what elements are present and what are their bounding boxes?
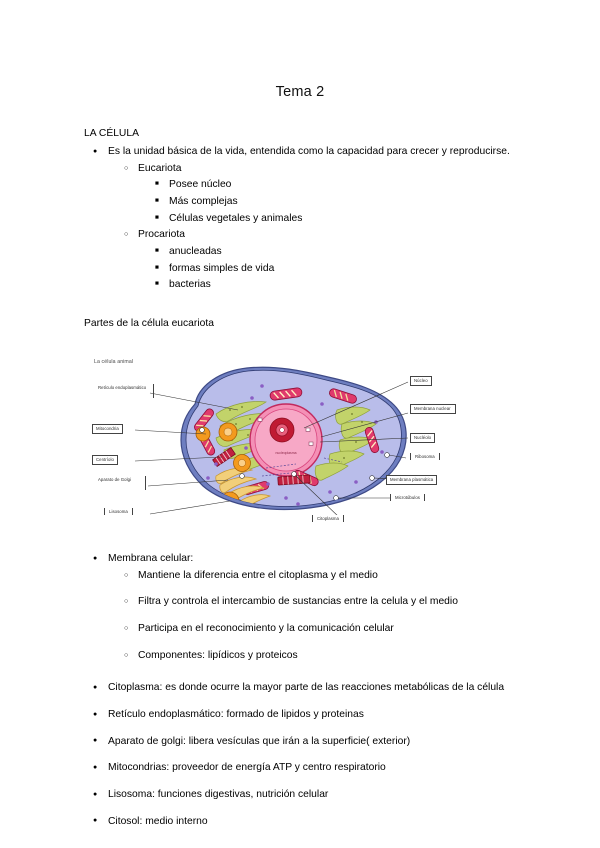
organelle-item-3: Mitocondrias: proveedor de energía ATP y… [93,760,538,777]
list-item: formas simples de vida [155,261,538,278]
outline-main-bullet: Es la unidad básica de la vida, entendid… [93,144,538,161]
label-nucleolo: Nucléolo [410,432,436,444]
group-label-eucariota: Eucariota [124,161,538,178]
organelle-item-0: Citoplasma: es donde ocurre la mayor par… [93,680,538,697]
list-item: Retículo endoplasmático: formado de lipi… [93,707,538,724]
list-item: Es la unidad básica de la vida, entendid… [93,144,538,294]
list-item: Posee núcleo [155,177,538,194]
list-item: Citoplasma: es donde ocurre la mayor par… [93,680,538,697]
label-mitocondria: Mitocondria [92,423,123,435]
list-item: Componentes: lipídicos y proteicos [124,648,538,665]
procariota-item-1: formas simples de vida [155,261,538,278]
list-item: bacterias [155,277,538,294]
outline-level-3-eucariota: Posee núcleo Más complejas Células veget… [138,177,538,227]
page-title: Tema 2 [275,84,325,100]
ribosome-dots [229,406,363,459]
list-item: Membrana celular: Mantiene la diferencia… [93,551,538,665]
label-reticulo-bracket [152,383,155,398]
label-membrana-plasmatica: Membrana plasmática [386,474,438,486]
centriolo-shape-2 [277,474,311,486]
membrane-sublist: Mantiene la diferencia entre el citoplas… [108,568,538,665]
label-centriolo: Centríolo [92,454,118,466]
organelle-item-5: Citosol: medio interno [93,814,538,831]
list-item: Mantiene la diferencia entre el citoplas… [124,568,538,585]
membrane-heading: Membrana celular: [93,551,538,568]
diagram-title: La célula animal [94,358,134,365]
label-microtubulos: Microtúbulos [390,493,425,502]
label-golgi-bracket [144,475,147,490]
eucariota-item-2: Células vegetales y animales [155,211,538,228]
nucleoplasma-label: nucleoplasma [276,451,297,455]
list-item: anucleadas [155,244,538,261]
section-heading: LA CÉLULA [84,128,139,139]
list-item: Aparato de golgi: libera vesículas que i… [93,734,538,751]
ribosoma-shapes [199,427,390,501]
label-aparato-golgi: Aparato de Golgi [96,475,146,484]
organelle-item-2: Aparato de golgi: libera vesículas que i… [93,734,538,751]
organelles-group: nucleoplasma [194,384,390,507]
label-membrana-nuclear: Membrana nuclear [410,403,456,415]
outline-level-1: Es la unidad básica de la vida, entendid… [84,144,538,294]
membrane-item-2: Participa en el reconocimiento y la comu… [124,621,538,638]
outline-level-3-procariota: anucleadas formas simples de vida bacter… [138,244,538,294]
eucariota-item-0: Posee núcleo [155,177,538,194]
subheading: Partes de la célula eucariota [84,318,214,329]
organelle-item-4: Lisosoma: funciones digestivas, nutrició… [93,787,538,804]
list-item: Eucariota Posee núcleo Más complejas Cél… [124,161,538,228]
nucleolo-center [279,427,285,433]
eucariota-item-1: Más complejas [155,194,538,211]
procariota-item-2: bacterias [155,277,538,294]
nuclear-pore [305,427,311,432]
organelle-item-1: Retículo endoplasmático: formado de lipi… [93,707,538,724]
list-item: Células vegetales y animales [155,211,538,228]
list-item: Citosol: medio interno [93,814,538,831]
list-item: Filtra y controla el intercambio de sust… [124,594,538,611]
group-label-procariota: Procariota [124,227,538,244]
label-citoplasma: Citoplasma [312,514,344,523]
list-item: Lisosoma: funciones digestivas, nutrició… [93,787,538,804]
membrane-section: Membrana celular: Mantiene la diferencia… [84,551,538,664]
label-nucleo: Núcleo [410,375,432,387]
list-item: Mitocondrias: proveedor de energía ATP y… [93,760,538,777]
procariota-item-0: anucleadas [155,244,538,261]
membrane-item-1: Filtra y controla el intercambio de sust… [124,594,538,611]
list-item: Participa en el reconocimiento y la comu… [124,621,538,638]
nuclear-pore [257,417,263,422]
membrane-item-0: Mantiene la diferencia entre el citoplas… [124,568,538,585]
list-item: Procariota anucleadas formas simples de … [124,227,538,294]
membrane-item-3: Componentes: lipídicos y proteicos [124,648,538,665]
organelles-list: Citoplasma: es donde ocurre la mayor par… [84,680,538,830]
microtubulos-shapes [261,457,343,477]
document-body: LA CÉLULA Es la unidad básica de la vida… [0,126,600,830]
aparato-golgi-shape [215,467,271,507]
nuclear-pore [308,441,314,446]
list-item: Más complejas [155,194,538,211]
label-lisosoma: Lisosoma [104,507,133,516]
cell-diagram: La célula animal [90,358,460,533]
outline-level-2: Eucariota Posee núcleo Más complejas Cél… [108,161,538,294]
label-ribosoma: Ribosoma [410,452,440,461]
label-reticulo-endoplasmatico: Retículo endoplasmático [96,383,156,392]
leader-lines [134,381,409,519]
centriolo-shape [212,446,236,467]
cell-illustration: nucleoplasma [134,366,409,519]
